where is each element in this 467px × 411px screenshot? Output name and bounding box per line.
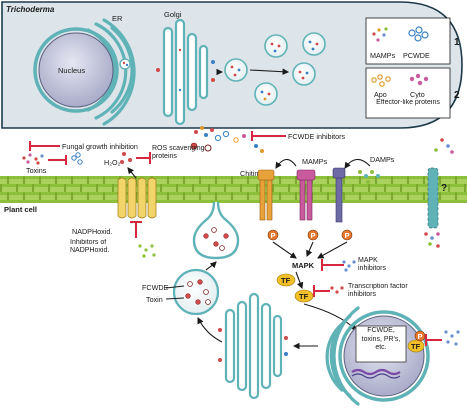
fcwde-label: FCWDE: [142, 283, 169, 292]
mamps-label: MAMPs: [302, 157, 328, 166]
chitin-label: Chitin: [240, 169, 258, 178]
mamps-arrow: [275, 158, 297, 169]
legend-mamps: MAMPs: [370, 51, 396, 60]
legend-pcwde: PCWDE: [403, 51, 430, 60]
plant-cell-label: Plant cell: [4, 205, 37, 214]
tf-inhibit-bar: [313, 285, 330, 297]
nadph-oxid-label: NADPHoxid.: [72, 227, 112, 236]
exocytosis-vesicle: [192, 201, 240, 260]
golgi-to-vesicle-arrow: [197, 317, 223, 343]
chitin-receptor: [257, 169, 275, 221]
secretory-vesicles: [216, 32, 326, 106]
pathogen-particles: [71, 152, 83, 165]
question-label: ?: [441, 183, 447, 194]
tf-label-left: TF: [281, 276, 291, 285]
plant-secretory-vesicle: [172, 268, 220, 316]
toxin-inhibit-bar: [48, 155, 67, 165]
p-badge-2: P: [311, 231, 316, 240]
er-and-nucleus: [33, 18, 136, 126]
pcwde-legend-dots: [408, 26, 429, 42]
tf-inhibitors-label: Transcription factor inhibitors: [348, 283, 408, 298]
unknown-receptor: [427, 167, 439, 229]
ros-inhibit-bar: [136, 152, 151, 164]
damp-receptor: [332, 167, 346, 223]
nucleus-inhibit-bar: [425, 334, 442, 346]
nadph-oxidase: [117, 177, 157, 219]
damps-arrow: [344, 158, 371, 169]
fcwde-inhibitor-bar: [251, 131, 286, 141]
tf-label-right: TF: [299, 292, 309, 301]
ros-stars: [120, 152, 132, 164]
nadph-inhibit-bar: [130, 221, 142, 238]
fungal-growth-inhibition-bar: [29, 141, 60, 151]
legend-number-2: 2: [454, 90, 460, 101]
ros-scavenging-label: ROS scavenging proteins: [152, 145, 205, 160]
fcwde-inhibitors-label: FCWDE inhibitors: [288, 132, 346, 141]
toxin-label: Toxin: [146, 295, 163, 304]
mamp-receptor: [296, 169, 316, 221]
h2o2-arrow: [127, 167, 137, 179]
plasma-membrane: [0, 200, 467, 203]
secreted-molecules: [190, 126, 454, 154]
nadph-inhibitor-dots: [138, 244, 156, 258]
phospho-badges: [267, 229, 353, 241]
cyto-legend-dots: [409, 73, 429, 86]
organism-label: Trichoderma: [6, 5, 55, 14]
legend: [365, 17, 451, 119]
vesicle-to-exocytosis-arrow: [205, 261, 217, 271]
mapk-inhibitors-label: MAPK inhibitors: [358, 257, 387, 272]
fungal-growth-inhibition-label: Fungal growth inhibition: [62, 142, 138, 151]
legend-cyto: Cyto: [410, 90, 425, 99]
toxins-label: Toxins: [26, 166, 47, 175]
tf-badge-nucleus: [407, 339, 425, 353]
nucleus-box-label: FCWDE, toxins, PR's, etc.: [361, 327, 401, 351]
golgi-label: Golgi: [164, 10, 182, 19]
p-badge-nucleus: P: [418, 332, 423, 341]
er-label: ER: [112, 14, 123, 23]
mapk-label: MAPK: [292, 261, 315, 270]
damp-molecules: [358, 170, 380, 184]
apo-legend-dots: [371, 74, 391, 87]
inhibitors-nadph-label: Inhibitors of NADPHoxid.: [70, 239, 110, 254]
legend-number-1: 1: [454, 37, 460, 48]
tf-inhibitor-dots: [330, 286, 344, 294]
tf-badge-left: [276, 273, 296, 287]
damps-label: DAMPs: [370, 155, 395, 164]
mapk-inhibit-bar: [321, 259, 344, 271]
h2o2-label: H₂O₂: [104, 158, 121, 167]
mamps-legend-dots: [372, 27, 388, 42]
tf-label-nucleus: TF: [411, 342, 421, 351]
plant-golgi: [218, 292, 288, 400]
plant-cell-wall: [0, 176, 467, 200]
mapk-inhibitor-dots: [342, 260, 356, 272]
unknown-effectors: [424, 232, 440, 248]
nucleus-label: Nucleus: [58, 66, 85, 75]
plant-er-nucleus: [325, 306, 430, 406]
p-badge-3: P: [345, 231, 350, 240]
nucleus-inhibitor-dots: [444, 330, 460, 346]
legend-effector-caption: Effector-like proteins: [376, 99, 440, 106]
toxin-particles: [22, 153, 44, 165]
p-badge-1: P: [271, 231, 276, 240]
legend-apo: Apo: [374, 90, 387, 99]
fungal-golgi: [156, 18, 215, 126]
fungal-nucleus: [38, 32, 114, 108]
